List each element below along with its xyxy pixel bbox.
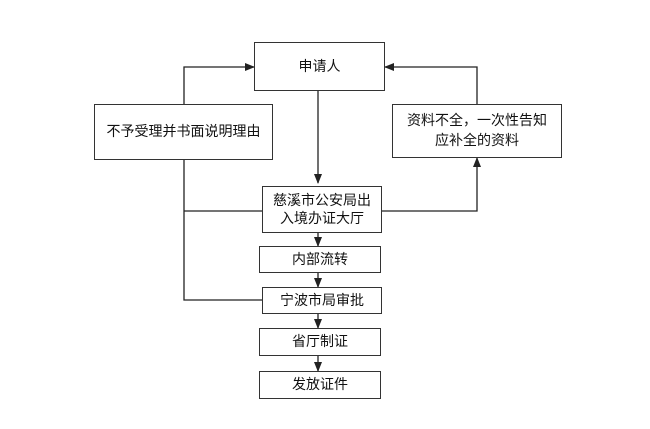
line-approval-to-left-loop [183, 160, 262, 301]
node-production: 省厅制证 [259, 328, 381, 356]
node-internal: 内部流转 [259, 246, 381, 273]
node-incomplete-docs-label: 资料不全，一次性告知应补全的资料 [407, 113, 547, 149]
arrow-reject-to-applicant [183, 63, 255, 104]
node-approval: 宁波市局审批 [262, 287, 382, 314]
node-office: 慈溪市公安局出入境办证大厅 [262, 186, 382, 233]
node-issue: 发放证件 [259, 371, 381, 399]
node-office-label: 慈溪市公安局出入境办证大厅 [273, 192, 371, 227]
node-applicant: 申请人 [254, 42, 385, 91]
node-approval-label: 宁波市局审批 [280, 292, 364, 309]
node-production-label: 省厅制证 [292, 334, 348, 350]
arrow-office-to-incomplete [382, 157, 481, 212]
node-applicant-label: 申请人 [298, 58, 341, 75]
node-internal-label: 内部流转 [292, 251, 348, 268]
node-reject-reason: 不予受理并书面说明理由 [94, 104, 273, 160]
node-issue-label: 发放证件 [292, 377, 348, 393]
node-reject-reason-label: 不予受理并书面说明理由 [106, 124, 261, 140]
node-incomplete-docs: 资料不全，一次性告知应补全的资料 [392, 104, 562, 158]
arrow-incomplete-to-applicant [384, 63, 478, 104]
